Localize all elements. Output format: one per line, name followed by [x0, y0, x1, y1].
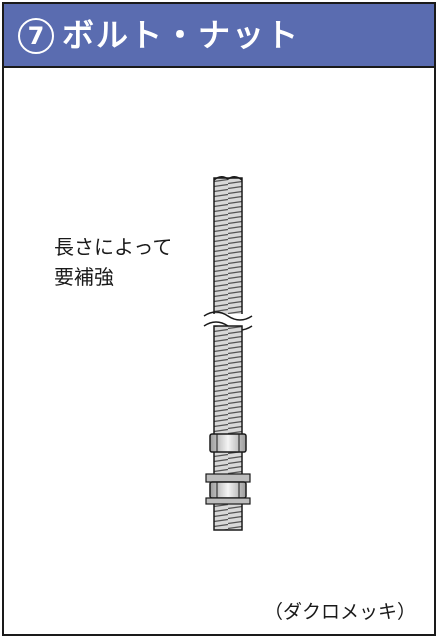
section-number-badge: 7	[18, 18, 54, 54]
lower-nut	[205, 473, 251, 505]
threaded-rod-with-nuts-icon	[203, 176, 253, 531]
note-line-2: 要補強	[54, 265, 114, 289]
reinforcement-note: 長さによって 要補強	[54, 232, 172, 292]
card-title: ボルト・ナット	[62, 16, 301, 54]
plating-caption: （ダクロメッキ）	[263, 601, 416, 623]
rod-break-mark	[203, 311, 253, 331]
upper-nut	[209, 433, 247, 453]
note-line-1: 長さによって	[54, 235, 173, 259]
card-header: 7 ボルト・ナット	[4, 4, 434, 68]
rod-upper-segment	[213, 176, 243, 317]
